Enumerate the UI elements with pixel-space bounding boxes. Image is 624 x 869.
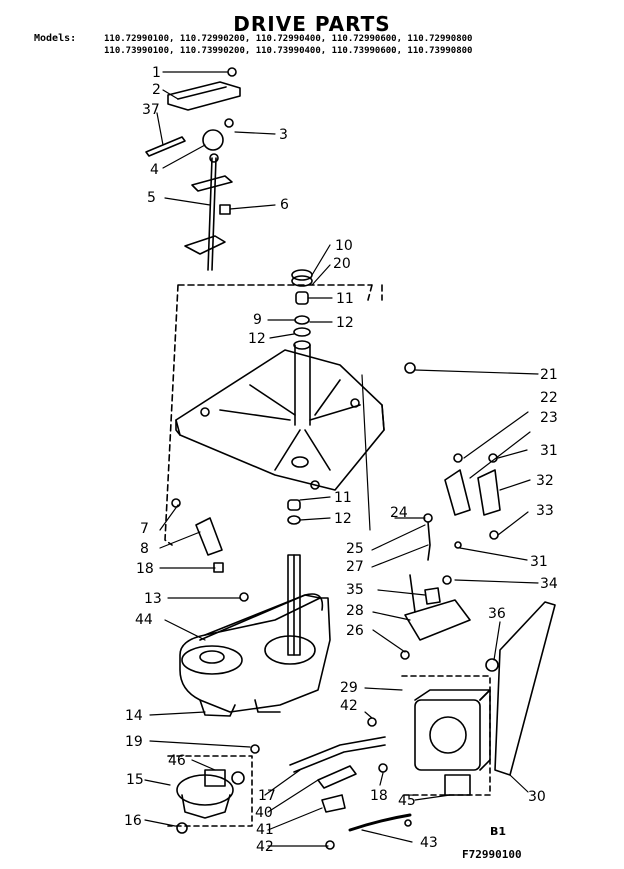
models-label: Models: bbox=[34, 33, 77, 44]
pump-part bbox=[176, 769, 245, 834]
callout-31-top: 31 bbox=[540, 443, 558, 459]
callout-37: 37 bbox=[142, 102, 160, 118]
callout-34: 34 bbox=[540, 576, 558, 592]
callout-3: 3 bbox=[279, 127, 288, 143]
callout-1: 1 bbox=[152, 65, 161, 81]
callout-42-motor: 42 bbox=[340, 698, 358, 714]
callout-10: 10 bbox=[335, 238, 353, 254]
callout-4: 4 bbox=[150, 162, 159, 178]
knob-part bbox=[202, 129, 224, 151]
callout-19: 19 bbox=[125, 734, 143, 750]
callout-32: 32 bbox=[536, 473, 554, 489]
callout-14: 14 bbox=[125, 708, 143, 724]
top-bracket-part bbox=[167, 67, 241, 128]
callout-27: 27 bbox=[346, 559, 364, 575]
callout-31-bottom: 31 bbox=[530, 554, 548, 570]
bearing-stack-part bbox=[291, 269, 313, 337]
section-label: B1 bbox=[490, 825, 507, 838]
callout-42-bottom: 42 bbox=[256, 839, 274, 855]
callout-18-left: 18 bbox=[136, 561, 154, 577]
figure-code: F72990100 bbox=[462, 848, 522, 861]
callout-13: 13 bbox=[144, 591, 162, 607]
callout-41: 41 bbox=[256, 822, 274, 838]
shield-part bbox=[494, 601, 556, 776]
callout-16: 16 bbox=[124, 813, 142, 829]
spring-part bbox=[424, 587, 441, 605]
callout-12-right: 12 bbox=[336, 315, 354, 331]
transmission-part bbox=[179, 554, 331, 717]
callout-23: 23 bbox=[540, 410, 558, 426]
shaft-part bbox=[184, 153, 233, 271]
callout-5: 5 bbox=[147, 190, 156, 206]
callout-30: 30 bbox=[528, 789, 546, 805]
callout-44: 44 bbox=[135, 612, 153, 628]
callout-29: 29 bbox=[340, 680, 358, 696]
callout-36: 36 bbox=[488, 606, 506, 622]
hose-part bbox=[289, 736, 386, 789]
left-bracket-part bbox=[171, 498, 224, 573]
screw-part bbox=[219, 204, 231, 215]
callout-6: 6 bbox=[280, 197, 289, 213]
pump-group-frame bbox=[167, 755, 253, 827]
callout-15: 15 bbox=[126, 772, 144, 788]
grommet-part bbox=[485, 658, 499, 672]
callout-40: 40 bbox=[255, 805, 273, 821]
callout-33: 33 bbox=[536, 503, 554, 519]
base-plate-part bbox=[175, 340, 385, 491]
callout-26: 26 bbox=[346, 623, 364, 639]
callout-18-bottom: 18 bbox=[370, 788, 388, 804]
callout-12-bottom: 12 bbox=[334, 511, 352, 527]
callout-7: 7 bbox=[140, 521, 149, 537]
callout-labels: 1 2 37 3 4 5 6 10 20 11 9 12 12 21 22 23… bbox=[124, 65, 558, 855]
callout-22: 22 bbox=[540, 390, 558, 406]
right-bracket-part bbox=[444, 453, 501, 549]
callout-24: 24 bbox=[390, 505, 408, 521]
clip-part bbox=[239, 592, 249, 602]
motor-plate-part bbox=[404, 599, 471, 641]
callout-12-left: 12 bbox=[248, 331, 266, 347]
callout-11-bottom: 11 bbox=[334, 490, 352, 506]
callout-46: 46 bbox=[168, 753, 186, 769]
callout-11-top: 11 bbox=[336, 291, 354, 307]
pin-part bbox=[145, 136, 186, 157]
callout-8: 8 bbox=[140, 541, 149, 557]
leader-lines bbox=[144, 71, 539, 847]
page-title: DRIVE PARTS bbox=[233, 12, 391, 36]
callout-2: 2 bbox=[152, 82, 161, 98]
belt-part bbox=[199, 593, 324, 641]
callout-21: 21 bbox=[540, 367, 558, 383]
callout-9: 9 bbox=[253, 312, 262, 328]
models-line-2: 110.73990100, 110.73990200, 110.73990400… bbox=[104, 46, 473, 56]
clamp-part bbox=[321, 794, 346, 813]
callout-20: 20 bbox=[333, 256, 351, 272]
callout-25: 25 bbox=[346, 541, 364, 557]
callout-45: 45 bbox=[398, 793, 416, 809]
screw-part-19 bbox=[250, 744, 260, 754]
strap-part bbox=[348, 813, 412, 832]
models-line-1: 110.72990100, 110.72990200, 110.72990400… bbox=[104, 34, 473, 44]
spacer-part bbox=[287, 499, 301, 511]
callout-17: 17 bbox=[258, 788, 276, 804]
callout-35: 35 bbox=[346, 582, 364, 598]
motor-part bbox=[367, 689, 491, 796]
callout-43: 43 bbox=[420, 835, 438, 851]
callout-28: 28 bbox=[346, 603, 364, 619]
